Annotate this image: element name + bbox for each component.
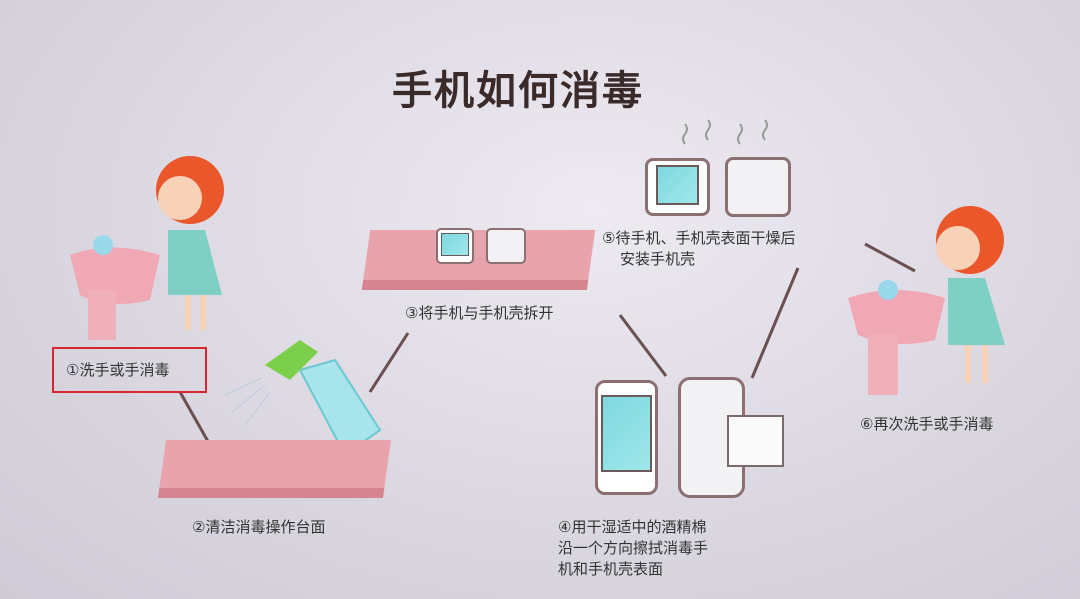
table-surface-2 [157, 440, 392, 498]
step-6-label: ⑥再次洗手或手消毒 [860, 415, 994, 433]
girl-washing-hands-illustration [70, 156, 224, 340]
step-5-label-line-2: 安装手机壳 [620, 250, 696, 268]
step-1-highlight-box [52, 347, 207, 393]
step-4-label: ④用干湿适中的酒精棉 沿一个方向擦拭消毒手 机和手机壳表面 [558, 517, 708, 580]
step-2-label: ②清洁消毒操作台面 [192, 518, 326, 536]
step-3-label: ③将手机与手机壳拆开 [405, 304, 554, 322]
table-surface-3 [361, 230, 596, 290]
step-4-label-line-2: 沿一个方向擦拭消毒手 [558, 539, 709, 557]
steam-icon [682, 119, 768, 145]
connector-3-4 [618, 314, 668, 377]
step-1-label: ①洗手或手消毒 [66, 361, 170, 379]
step-4-label-line-1: ④用干湿适中的酒精棉 [558, 518, 707, 536]
step-5-label: ⑤待手机、手机壳表面干燥后 安装手机壳 [602, 228, 795, 270]
connector-5-6 [864, 242, 916, 273]
step-4-label-line-3: 机和手机壳表面 [558, 560, 664, 578]
phone-small [436, 228, 474, 264]
alcohol-cotton-pad [727, 415, 784, 467]
connector-2-3 [368, 332, 410, 393]
connector-1-2 [178, 391, 212, 446]
girl-washing-hands-again-illustration [848, 206, 1005, 395]
page-title: 手机如何消毒 [392, 68, 644, 114]
phone-case-drying [725, 157, 791, 217]
spray-bottle-illustration [224, 340, 382, 457]
step-5-label-line-1: ⑤待手机、手机壳表面干燥后 [602, 229, 796, 247]
phone [595, 380, 658, 495]
connector-4-5 [750, 267, 800, 379]
phone-drying [645, 158, 710, 216]
phone-case-small [486, 228, 526, 264]
